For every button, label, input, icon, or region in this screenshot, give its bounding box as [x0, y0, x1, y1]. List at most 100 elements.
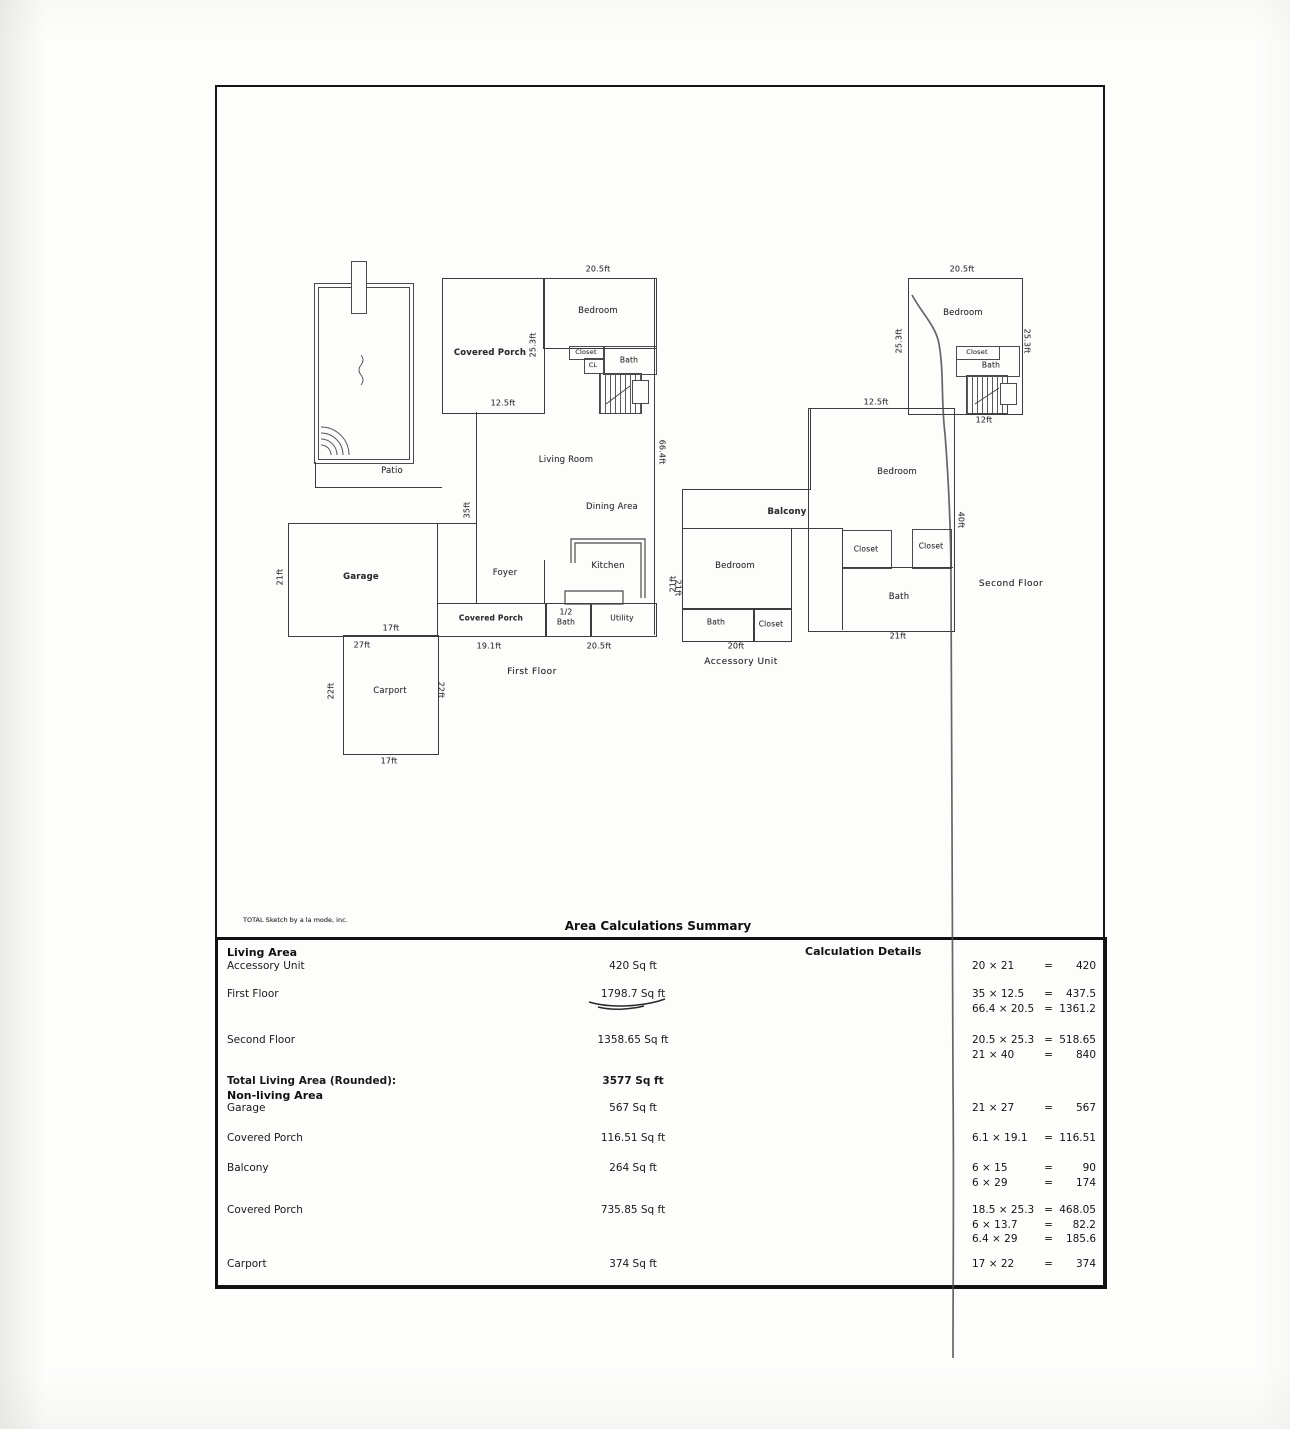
calc-eq: = [1044, 1132, 1053, 1144]
row-label: First Floor [227, 988, 279, 1000]
calc-eq: = [1044, 1034, 1053, 1046]
dim-label-25-3ft: 25.3ft [894, 328, 904, 354]
calc-eq: = [1044, 1233, 1053, 1245]
section-living-area: Living Area [227, 946, 298, 959]
table-row: First Floor 1798.7 Sq ft 35 × 12.5 = 437… [227, 988, 1096, 1015]
calc-eq: = [1044, 1162, 1053, 1174]
room-label-covered-porch-south: Covered Porch [458, 613, 524, 623]
calc-eq: = [1044, 1258, 1053, 1270]
column-header-calculation-details: Calculation Details [805, 945, 922, 958]
dim-label-35ft: 35ft [462, 501, 472, 519]
room-label-closet: Closet [918, 541, 944, 551]
room-label-closet: Closet [853, 544, 879, 554]
calc-result: 437.5 [1065, 988, 1096, 1000]
calc-result: 374 [1075, 1258, 1096, 1270]
row-value: 116.51 Sq ft [600, 1132, 666, 1144]
calc-line: 35 × 12.5 = 437.5 [972, 988, 1096, 1000]
dim-label-12-5ft: 12.5ft [490, 398, 516, 408]
calc-result: 90 [1082, 1162, 1096, 1174]
row-label: Carport [227, 1258, 267, 1270]
accessory-closet-outline [753, 608, 792, 642]
calc-expr: 6.4 × 29 [972, 1233, 1018, 1245]
calc-result: 174 [1075, 1176, 1096, 1189]
dim-label-19-1ft: 19.1ft [476, 641, 502, 651]
pool-board-stub [351, 261, 367, 314]
patio-edge-line [315, 462, 316, 487]
calc-expr: 6 × 13.7 [972, 1218, 1018, 1231]
bedroom-outline [543, 278, 657, 349]
room-label-bedroom: Bedroom [943, 308, 983, 318]
room-label-bath: Bath [706, 617, 726, 627]
dim-label-21ft: 21ft [889, 631, 907, 641]
brand-line: TOTAL Sketch by a la mode, inc. [243, 916, 348, 924]
foyer-west-wall [476, 412, 477, 603]
calc-expr: 21 × 40 [972, 1048, 1015, 1061]
balcony-wall [810, 408, 811, 490]
table-row: Garage 567 Sq ft 21 × 27 = 567 [227, 1102, 1096, 1118]
room-label-closet: Closet [966, 348, 988, 356]
dim-label-40ft: 40ft [956, 511, 966, 529]
total-value: 3577 Sq ft [602, 1075, 664, 1087]
carport-outline [343, 635, 439, 755]
dim-label-22ft: 22ft [436, 681, 446, 699]
calc-line: 66.4 × 20.5 = 1361.2 [972, 1003, 1096, 1015]
calc-eq: = [1044, 1204, 1053, 1216]
calc-expr: 20.5 × 25.3 [972, 1034, 1035, 1046]
stairs-landing [1000, 383, 1017, 405]
calc-result: 840 [1075, 1048, 1096, 1061]
balcony-south-wall [790, 528, 842, 529]
dim-label-20-5ft: 20.5ft [949, 264, 975, 274]
calc-line: 20 × 21 = 420 [972, 960, 1096, 972]
room-label-closet: Closet [575, 348, 597, 356]
calc-result: 1361.2 [1059, 1002, 1096, 1015]
calc-eq: = [1044, 1176, 1053, 1189]
stairs-landing [632, 380, 649, 404]
row-label: Covered Porch [227, 1204, 303, 1216]
row-label: Second Floor [227, 1034, 296, 1046]
row-value: 1358.65 Sq ft [597, 1034, 669, 1046]
calc-eq: = [1044, 1048, 1053, 1061]
dim-label-20-5ft: 20.5ft [586, 641, 612, 651]
calc-line: 18.5 × 25.3 = 468.05 [972, 1204, 1096, 1216]
room-label-foyer: Foyer [492, 568, 518, 578]
calc-eq: = [1044, 1102, 1053, 1114]
dim-label-12-5ft: 12.5ft [863, 397, 889, 407]
foyer-kitchen-wall [544, 560, 545, 603]
calc-result: 567 [1075, 1102, 1096, 1114]
balcony-wall [682, 489, 683, 528]
calc-expr: 6 × 29 [972, 1176, 1008, 1189]
dim-label-17ft: 17ft [380, 756, 398, 766]
room-label-balcony: Balcony [767, 507, 807, 517]
dim-label-25-3ft: 25.3ft [1022, 328, 1032, 354]
room-label-patio: Patio [381, 466, 403, 476]
dim-label-20-5ft: 20.5ft [585, 264, 611, 274]
table-row: Accessory Unit 420 Sq ft 20 × 21 = 420 [227, 960, 1096, 976]
calc-line: 20.5 × 25.3 = 518.65 [972, 1034, 1096, 1046]
room-label-covered-porch: Covered Porch [453, 348, 527, 358]
calc-expr: 6 × 15 [972, 1162, 1008, 1174]
row-value: 567 Sq ft [609, 1102, 657, 1114]
calc-line: 6.1 × 19.1 = 116.51 [972, 1132, 1096, 1144]
closet-boxlet [584, 358, 605, 374]
section-label-first-floor: First Floor [507, 667, 557, 677]
calc-line: 6 × 29 = 174 [972, 1177, 1096, 1189]
room-label-carport: Carport [373, 686, 407, 696]
calc-result: 420 [1075, 960, 1096, 972]
calc-line: 21 × 40 = 840 [972, 1049, 1096, 1061]
total-label: Total Living Area (Rounded): [227, 1075, 397, 1087]
dim-label-20ft: 20ft [727, 641, 745, 651]
room-label-bath: Bath [981, 360, 1001, 370]
east-wall [654, 278, 655, 635]
dim-label-12ft: 12ft [975, 415, 993, 425]
summary-title: Area Calculations Summary [564, 919, 752, 933]
dim-label-66-4ft: 66.4ft [657, 439, 667, 465]
room-label-bath: Bath [888, 592, 910, 602]
row-label: Covered Porch [227, 1132, 303, 1144]
room-label-half-bath-line2: Bath [556, 617, 576, 627]
bath-wall [842, 567, 953, 568]
second-floor-lower-outline [808, 408, 955, 632]
row-value: 420 Sq ft [609, 960, 657, 972]
table-row: Balcony 264 Sq ft 6 × 15 = 90 6 × 29 = 1… [227, 1162, 1096, 1189]
table-row: Covered Porch 735.85 Sq ft 18.5 × 25.3 =… [227, 1204, 1096, 1245]
